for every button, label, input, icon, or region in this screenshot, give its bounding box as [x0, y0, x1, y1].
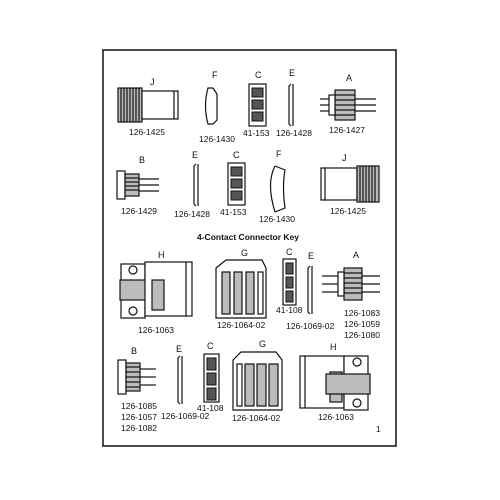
- part-number-label: 126-1425: [330, 206, 366, 216]
- letter-j: J: [342, 153, 347, 163]
- part-c-insert-row3: [282, 258, 297, 306]
- letter-h: H: [330, 342, 337, 352]
- letter-h: H: [158, 250, 165, 260]
- letter-a: A: [353, 250, 359, 260]
- part-c-insert-row2: [227, 162, 246, 206]
- part-j-cap-row1: [117, 87, 179, 123]
- part-number-label: 126-1428: [174, 209, 210, 219]
- part-h-connector-row3: [119, 261, 193, 319]
- part-e-shim-row4: [177, 355, 183, 405]
- part-g-housing-row3: [215, 259, 267, 319]
- part-number-label: 41-108: [197, 403, 224, 413]
- part-e-shim-row1: [288, 83, 294, 127]
- letter-f: F: [212, 70, 218, 80]
- letter-g: G: [241, 248, 248, 258]
- part-number-label: 126-1428: [276, 128, 312, 138]
- letter-e: E: [192, 150, 198, 160]
- part-number-label: 126-1059: [344, 319, 380, 329]
- letter-e: E: [308, 251, 314, 261]
- letter-c: C: [233, 150, 240, 160]
- part-e-shim-row3: [307, 265, 313, 315]
- part-number-label: 41-153: [243, 128, 270, 138]
- part-number-label: 126-1425: [129, 127, 165, 137]
- letter-e: E: [176, 344, 182, 354]
- letter-a: A: [346, 73, 352, 83]
- part-number-label: 126-1063: [138, 325, 174, 335]
- letter-g: G: [259, 339, 266, 349]
- letter-f: F: [276, 149, 282, 159]
- part-number-label: 126-1063: [318, 412, 354, 422]
- part-b-connector-row2: [116, 170, 159, 200]
- part-a-pins-row1: [320, 89, 376, 121]
- letter-c: C: [207, 341, 214, 351]
- part-g-housing-row4: [232, 351, 283, 411]
- diagram-heading: 4-Contact Connector Key: [197, 232, 299, 242]
- part-number-label: 126-1069-02: [286, 321, 334, 331]
- part-h-connector-row4: [299, 355, 371, 411]
- letter-c: C: [255, 70, 262, 80]
- part-j-cap-row2: [320, 165, 380, 203]
- part-number-label: 126-1083: [344, 308, 380, 318]
- page-number: 1: [376, 424, 381, 434]
- part-number-label: 126-1430: [199, 134, 235, 144]
- part-number-label: 126-1057: [121, 412, 157, 422]
- part-number-label: 126-1069-02: [161, 411, 209, 421]
- part-b-connector-row4: [117, 359, 156, 395]
- part-f-clip-row1: [204, 87, 218, 125]
- part-c-insert-row1: [248, 83, 267, 127]
- part-number-label: 126-1085: [121, 401, 157, 411]
- part-c-insert-row4: [203, 353, 220, 403]
- part-a-pins-row3: [322, 267, 380, 301]
- part-number-label: 126-1064-02: [232, 413, 280, 423]
- part-number-label: 41-108: [276, 305, 303, 315]
- letter-j: J: [150, 77, 155, 87]
- part-e-shim-row2: [193, 163, 199, 207]
- part-number-label: 126-1427: [329, 125, 365, 135]
- part-number-label: 126-1429: [121, 206, 157, 216]
- letter-c: C: [286, 247, 293, 257]
- letter-b: B: [139, 155, 145, 165]
- part-number-label: 41-153: [220, 207, 247, 217]
- part-f-clip-row2: [269, 165, 286, 213]
- part-number-label: 126-1064-02: [217, 320, 265, 330]
- part-number-label: 126-1080: [344, 330, 380, 340]
- letter-b: B: [131, 346, 137, 356]
- letter-e: E: [289, 68, 295, 78]
- part-number-label: 126-1082: [121, 423, 157, 433]
- part-number-label: 126-1430: [259, 214, 295, 224]
